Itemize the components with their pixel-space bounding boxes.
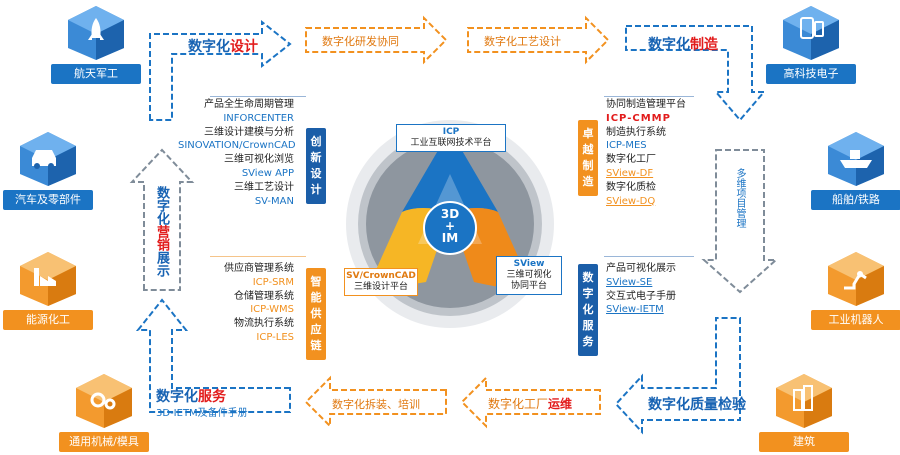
innovation-title: 创新设计 [306,128,326,204]
list-item: SView APP [241,167,294,179]
list-item: 三维工艺设计 [234,181,294,193]
industry-label: 建筑 [759,432,849,452]
list-item: ICP-WMS [250,304,294,316]
robot-arm-icon [824,250,888,308]
industry-building: 建筑 [758,372,850,452]
list-item: 数字化工厂 [606,154,656,166]
industry-label: 高科技电子 [766,64,856,84]
supply-separator [210,256,306,257]
arrow-assembly-label: 数字化拆装、培训 [332,398,420,411]
list-item: 产品全生命周期管理 [204,99,294,110]
list-item: SINOVATION/CrownCAD [178,140,296,152]
arrow-multi-label: 多维项目管理 [734,168,745,228]
arrow-service-label: 数字化服务 [156,389,226,405]
list-item: 数字化质检 [606,181,656,193]
industry-label: 能源化工 [3,310,93,330]
industry-label: 航天军工 [51,64,141,84]
car-icon [16,130,80,188]
industry-energy: 能源化工 [2,250,94,330]
arrow-service-sublabel: 3D-IETM及备件手册 [156,408,248,419]
list-item: SView-IETM [606,304,664,316]
arrow-process-label: 数字化工艺设计 [484,35,561,48]
industry-machinery: 通用机械/模具 [58,372,150,452]
arrow-rd-label: 数字化研发协同 [322,35,399,48]
list-item: SView-DF [606,167,654,179]
building-icon [772,372,836,430]
arrow-marketing-label: 数字化营销展示 [154,186,169,277]
list-item: INFORCENTER [223,112,294,124]
arrow-quality-label: 数字化质量检验 [648,397,746,413]
services-title: 数字化服务 [578,264,598,356]
ship-icon [824,130,888,188]
factory-icon [16,250,80,308]
industry-auto: 汽车及零部件 [2,130,94,210]
list-item: ICP-MES [606,140,647,152]
sv-box: SV/CrownCAD 三维设计平台 [344,268,418,296]
arrow-manufacturing-label: 数字化制造 [648,37,718,53]
industry-label: 汽车及零部件 [3,190,93,210]
manufacturing-title: 卓越制造 [578,120,598,196]
industry-label: 通用机械/模具 [59,432,149,452]
list-item: ICP-SRM [252,276,294,288]
list-item: ICP-LES [256,331,294,343]
supply-title: 智能供应链 [306,268,326,360]
list-item: 三维设计建模与分析 [204,126,294,138]
sview-box: SView 三维可视化 协同平台 [496,256,562,295]
arrow-ops-label: 数字化工厂运维 [488,397,573,411]
list-item: 产品可视化展示 [606,263,676,274]
industry-ship: 船舶/铁路 [810,130,900,210]
list-item: 三维可视化浏览 [224,154,294,166]
services-list: 产品可视化展示 SView-SE 交互式电子手册 SView-IETM [606,262,716,317]
arrow-design-label: 数字化设计 [188,39,258,55]
core-label: 3D + IM [440,207,460,245]
gears-icon [72,372,136,430]
list-item: ICP-CMMP [606,112,671,124]
list-item: 交互式电子手册 [606,290,676,302]
icp-box: ICP 工业互联网技术平台 [396,124,506,152]
industry-aerospace: 航天军工 [50,4,142,84]
industry-hitech: 高科技电子 [765,4,857,84]
list-item: 协同制造管理平台 [606,99,686,110]
list-item: 仓储管理系统 [234,290,294,302]
industry-label: 工业机器人 [811,310,900,330]
industry-robot: 工业机器人 [810,250,900,330]
list-item: 制造执行系统 [606,126,666,138]
innovation-separator [210,96,306,97]
devices-icon [779,4,843,62]
manufacturing-separator [604,96,694,97]
rocket-icon [64,4,128,62]
list-item: SView-SE [606,276,653,288]
list-item: SView-DQ [606,195,656,207]
services-separator [604,256,694,257]
innovation-list: 产品全生命周期管理 INFORCENTER 三维设计建模与分析 SINOVATION/… [178,98,296,208]
industry-label: 船舶/铁路 [811,190,900,210]
list-item: 供应商管理系统 [224,263,294,274]
list-item: SV-MAN [254,195,294,207]
list-item: 物流执行系统 [234,318,294,330]
